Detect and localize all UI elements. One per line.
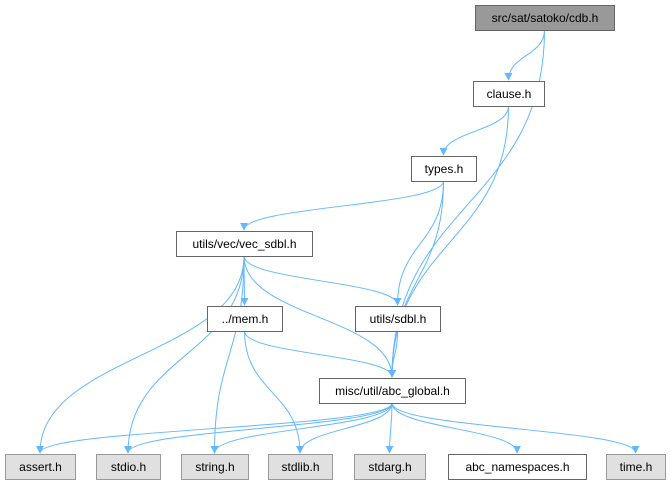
edge-vec_sdbl-to-assert: [36, 255, 245, 454]
edge-clause-to-abc_global: [388, 105, 509, 378]
node-clause-label: clause.h: [487, 87, 532, 101]
node-abc_global-box: [319, 378, 466, 404]
node-abc_global[interactable]: misc/util/abc_global.h: [319, 378, 466, 404]
node-time-box: [606, 454, 666, 480]
edge-types-to-sdbl: [393, 180, 444, 306]
node-vec_sdbl[interactable]: utils/vec/vec_sdbl.h: [176, 231, 313, 257]
edge-vec_sdbl-to-string: [210, 255, 245, 454]
node-types-box: [411, 156, 477, 182]
nodes-layer: src/sat/satoko/cdb.h clause.h types.h utils…: [5, 5, 666, 480]
edge-vec_sdbl-to-abc_global: [243, 255, 396, 378]
edge-abc_global-to-abc_namespaces: [391, 402, 521, 454]
node-assert-box: [5, 454, 76, 480]
node-cdb-label: src/sat/satoko/cdb.h: [492, 11, 599, 25]
node-clause[interactable]: clause.h: [473, 81, 545, 107]
node-stdarg-box: [354, 454, 426, 480]
node-abc_namespaces-label: abc_namespaces.h: [465, 460, 569, 474]
node-assert: assert.h: [5, 454, 76, 480]
node-types[interactable]: types.h: [411, 156, 477, 182]
node-cdb-box: [475, 5, 615, 31]
node-sdbl-label: utils/sdbl.h: [370, 312, 427, 326]
edge-abc_global-to-stdlib: [296, 402, 393, 454]
node-sdbl-box: [355, 306, 441, 332]
node-stdlib: stdlib.h: [268, 454, 333, 480]
edge-abc_global-to-stdio: [124, 402, 393, 454]
node-mem-label: ../mem.h: [222, 312, 269, 326]
node-stdio: stdio.h: [96, 454, 161, 480]
node-vec_sdbl-label: utils/vec/vec_sdbl.h: [192, 237, 296, 251]
node-types-label: types.h: [425, 162, 464, 176]
node-mem-box: [207, 306, 283, 332]
node-clause-box: [473, 81, 545, 107]
edge-abc_global-to-time: [391, 402, 640, 454]
node-stdarg: stdarg.h: [354, 454, 426, 480]
node-string-label: string.h: [195, 460, 234, 474]
node-mem[interactable]: ../mem.h: [207, 306, 283, 332]
edge-sdbl-to-abc_global: [388, 330, 398, 378]
node-sdbl[interactable]: utils/sdbl.h: [355, 306, 441, 332]
node-string-box: [181, 454, 249, 480]
node-stdarg-label: stdarg.h: [368, 460, 411, 474]
edge-abc_global-to-string: [210, 402, 393, 454]
node-stdlib-label: stdlib.h: [281, 460, 319, 474]
node-stdio-box: [96, 454, 161, 480]
node-stdio-label: stdio.h: [111, 460, 146, 474]
node-abc_namespaces[interactable]: abc_namespaces.h: [448, 454, 587, 480]
node-time-label: time.h: [620, 460, 653, 474]
edge-mem-to-abc_global: [244, 330, 396, 378]
edge-vec_sdbl-to-sdbl: [243, 255, 402, 306]
node-abc_namespaces-box: [448, 454, 587, 480]
edge-vec_sdbl-to-stdio: [124, 255, 245, 454]
edge-clause-to-types: [439, 105, 509, 156]
edge-abc_global-to-stdarg: [385, 402, 394, 454]
node-stdlib-box: [268, 454, 333, 480]
node-string: string.h: [181, 454, 249, 480]
edge-types-to-vec_sdbl: [240, 180, 444, 231]
edge-mem-to-stdlib: [244, 330, 304, 454]
node-time: time.h: [606, 454, 666, 480]
node-abc_global-label: misc/util/abc_global.h: [335, 384, 450, 398]
edge-cdb-to-clause: [504, 29, 545, 81]
node-assert-label: assert.h: [19, 460, 62, 474]
edge-types-to-abc_global: [388, 180, 444, 378]
node-vec_sdbl-box: [176, 231, 313, 257]
edge-abc_global-to-assert: [36, 402, 393, 454]
edges-layer: [36, 29, 640, 454]
node-cdb[interactable]: src/sat/satoko/cdb.h: [475, 5, 615, 31]
